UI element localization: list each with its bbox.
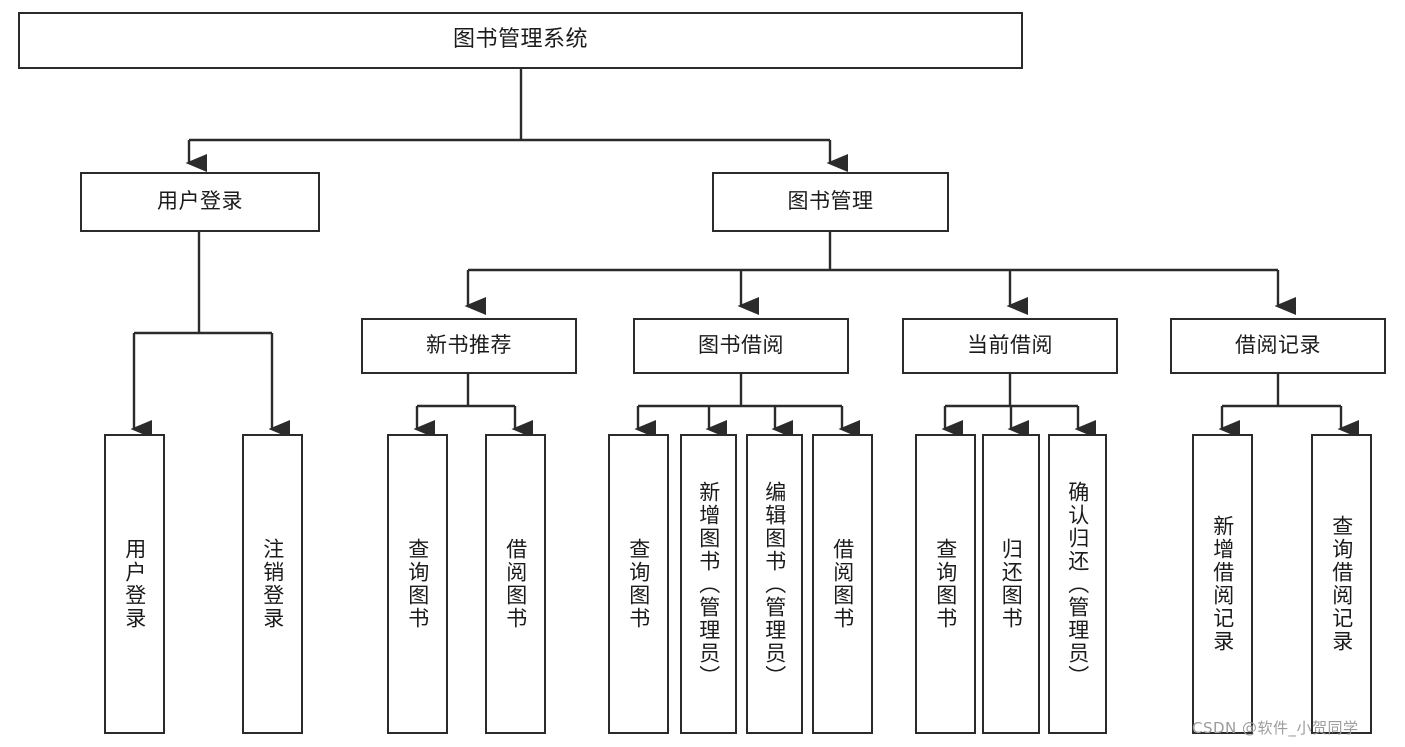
node-book-borrow[interactable]: 图书借阅 <box>633 318 849 374</box>
leaf-borrow-book-recommend[interactable]: 借阅图书 <box>485 434 546 734</box>
node-label: 图书管理系统 <box>452 27 588 53</box>
node-label: 当前借阅 <box>967 333 1053 358</box>
node-label: 用户登录 <box>157 189 243 214</box>
leaf-logout-login[interactable]: 注销登录 <box>242 434 303 734</box>
node-current-borrow[interactable]: 当前借阅 <box>902 318 1118 374</box>
leaf-query-book-current[interactable]: 查询图书 <box>915 434 976 734</box>
leaf-label: 借阅图书 <box>830 538 855 630</box>
leaf-query-book-borrow[interactable]: 查询图书 <box>608 434 669 734</box>
leaf-edit-book-admin[interactable]: 编辑图书（管理员） <box>746 434 803 734</box>
node-book-management[interactable]: 图书管理 <box>712 172 949 232</box>
csdn-watermark: CSDN @软件_小贺同学 <box>1192 719 1359 737</box>
leaf-label: 借阅图书 <box>503 538 528 630</box>
node-user-login[interactable]: 用户登录 <box>80 172 320 232</box>
leaf-label: 新增图书（管理员） <box>696 480 721 688</box>
leaf-label: 查询图书 <box>933 538 958 630</box>
leaf-label: 确认归还（管理员） <box>1065 480 1090 688</box>
leaf-label: 用户登录 <box>122 538 147 630</box>
leaf-label: 查询图书 <box>405 538 430 630</box>
node-label: 借阅记录 <box>1235 333 1321 358</box>
leaf-label: 注销登录 <box>260 538 285 630</box>
leaf-label: 查询借阅记录 <box>1329 515 1354 653</box>
leaf-label: 查询图书 <box>626 538 651 630</box>
leaf-return-book[interactable]: 归还图书 <box>982 434 1040 734</box>
node-label: 图书管理 <box>787 189 874 214</box>
leaf-add-book-admin[interactable]: 新增图书（管理员） <box>680 434 737 734</box>
leaf-confirm-return-admin[interactable]: 确认归还（管理员） <box>1048 434 1107 734</box>
leaf-query-borrow-record[interactable]: 查询借阅记录 <box>1311 434 1372 734</box>
leaf-query-book-recommend[interactable]: 查询图书 <box>387 434 448 734</box>
leaf-borrow-book-borrow[interactable]: 借阅图书 <box>812 434 873 734</box>
node-borrow-record[interactable]: 借阅记录 <box>1170 318 1386 374</box>
node-book-management-system[interactable]: 图书管理系统 <box>18 12 1023 69</box>
leaf-label: 新增借阅记录 <box>1210 515 1235 653</box>
leaf-user-login[interactable]: 用户登录 <box>104 434 165 734</box>
leaf-label: 编辑图书（管理员） <box>762 480 787 688</box>
node-label: 图书借阅 <box>698 333 784 358</box>
leaf-add-borrow-record[interactable]: 新增借阅记录 <box>1192 434 1253 734</box>
leaf-label: 归还图书 <box>999 538 1024 630</box>
node-label: 新书推荐 <box>426 333 512 358</box>
node-new-book-recommend[interactable]: 新书推荐 <box>361 318 577 374</box>
